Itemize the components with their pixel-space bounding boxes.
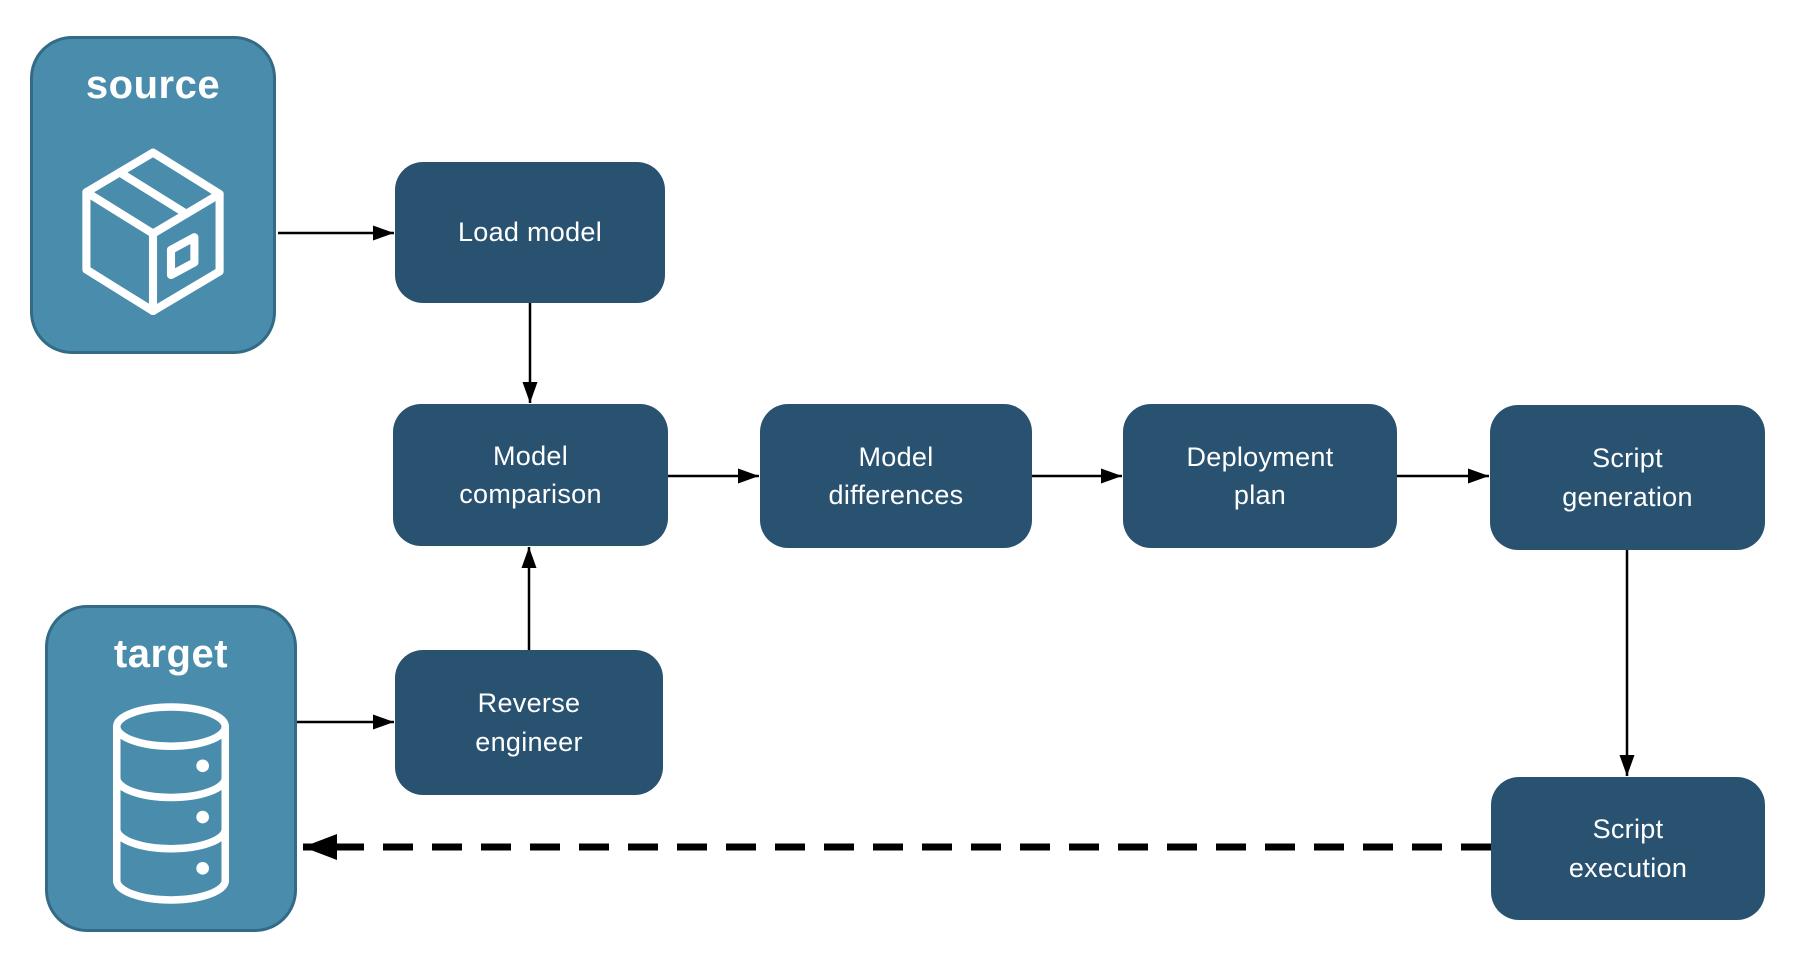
node-load-model: Load model: [395, 162, 665, 303]
package-icon: [33, 108, 273, 351]
node-script-execution: Script execution: [1491, 777, 1765, 920]
deployment-plan-label: Deployment plan: [1186, 441, 1334, 510]
script-execution-label: Script execution: [1568, 814, 1688, 883]
node-model-differences: Model differences: [760, 404, 1032, 548]
script-generation-label: Script generation: [1562, 443, 1693, 512]
source-label: source: [85, 63, 221, 107]
node-deployment-plan: Deployment plan: [1123, 404, 1397, 548]
node-model-comparison: Model comparison: [393, 404, 668, 546]
reverse-engineer-label: Reverse engineer: [475, 688, 583, 757]
node-reverse-engineer: Reverse engineer: [395, 650, 663, 795]
target-label: target: [113, 632, 229, 676]
node-script-generation: Script generation: [1490, 405, 1765, 550]
model-comparison-label: Model comparison: [459, 440, 602, 509]
load-model-label: Load model: [457, 217, 603, 248]
node-source: source: [30, 36, 276, 354]
database-icon: [48, 677, 294, 929]
node-target: target: [45, 605, 297, 932]
model-differences-label: Model differences: [828, 441, 964, 510]
